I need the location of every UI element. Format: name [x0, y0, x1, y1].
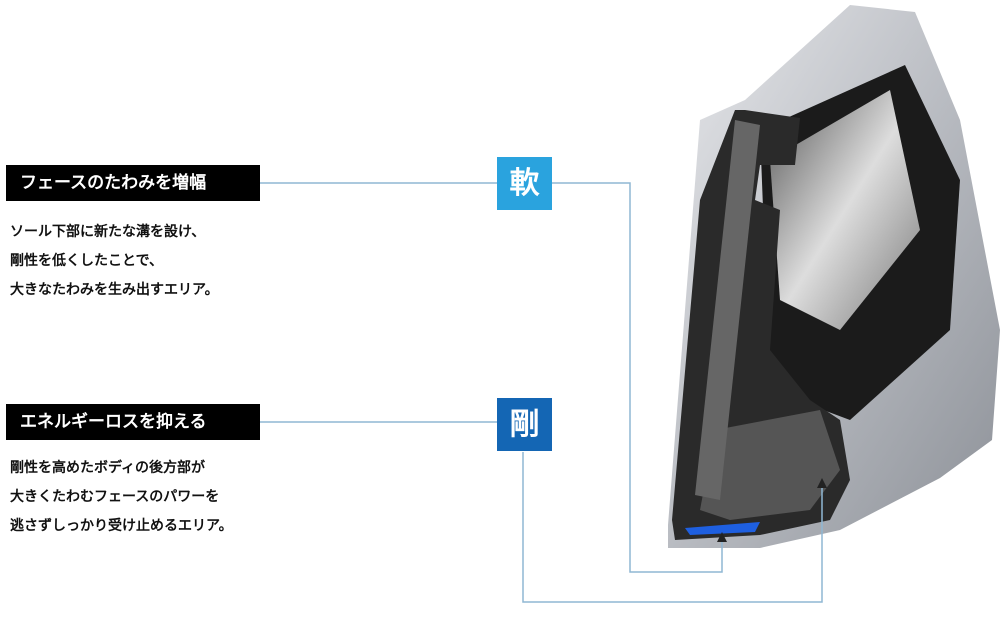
arrow-icon [717, 532, 727, 542]
rigid-marker: 剛 [497, 398, 552, 451]
connector-lines [260, 182, 823, 603]
description-line: 大きくたわむフェースのパワーを [10, 489, 220, 505]
section-heading-rigid: エネルギーロスを抑える [6, 404, 260, 440]
arrow-icon [817, 478, 827, 488]
sole-groove [685, 522, 760, 535]
section-inner [700, 410, 840, 520]
section-face-wall [695, 120, 760, 500]
soft-marker: 軟 [497, 157, 552, 210]
description-line: 剛性を高めたボディの後方部が [10, 460, 206, 476]
section-description-flex: ソール下部に新たな溝を設け、 剛性を低くしたことで、 大きなたわみを生み出すエリ… [10, 218, 219, 305]
section-description-rigid: 剛性を高めたボディの後方部が 大きくたわむフェースのパワーを 逃さずしっかり受け… [10, 454, 233, 541]
section-heading-flex: フェースのたわみを増幅 [6, 165, 260, 201]
description-line: 大きなたわみを生み出すエリア。 [10, 282, 219, 298]
description-line: 剛性を低くしたことで、 [10, 253, 164, 269]
description-line: 逃さずしっかり受け止めるエリア。 [10, 518, 233, 534]
club-face-insert [770, 90, 920, 330]
description-line: ソール下部に新たな溝を設け、 [10, 224, 206, 240]
